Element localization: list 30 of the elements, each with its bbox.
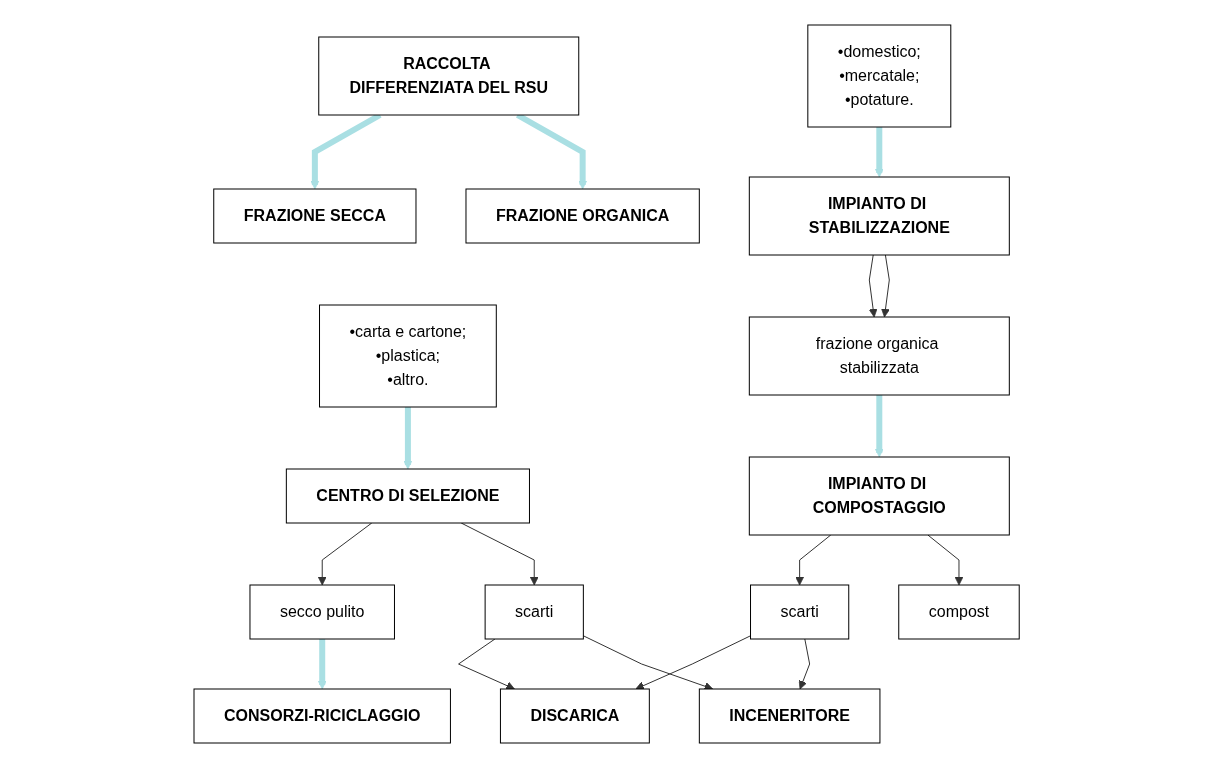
arrow <box>927 534 964 585</box>
node-box: FRAZIONE SECCA <box>213 188 417 243</box>
arrow <box>635 634 752 690</box>
node-box: scarti <box>485 584 585 639</box>
arrow <box>875 394 885 457</box>
arrow <box>583 634 714 690</box>
arrow <box>318 522 373 585</box>
node-box: •domestico; •mercatale; •potature. <box>807 24 952 127</box>
node-box: FRAZIONE ORGANICA <box>465 188 701 243</box>
arrow <box>403 406 413 469</box>
node-box: scarti <box>750 584 850 639</box>
node-box: RACCOLTA DIFFERENZIATA DEL RSU <box>318 36 580 115</box>
arrow <box>795 534 832 585</box>
node-box: IMPIANTO DI COMPOSTAGGIO <box>749 456 1011 535</box>
node-box: CONSORZI-RICICLAGGIO <box>193 688 452 743</box>
arrow <box>881 254 891 317</box>
arrow <box>869 254 878 317</box>
node-box: secco pulito <box>249 584 396 639</box>
node-box: frazione organica stabilizzata <box>749 316 1011 395</box>
node-box: IMPIANTO DI STABILIZZAZIONE <box>749 176 1011 255</box>
node-box: INCENERITORE <box>699 688 881 743</box>
arrow <box>461 522 539 585</box>
arrow <box>799 638 811 689</box>
node-box: CENTRO DI SELEZIONE <box>286 468 531 523</box>
arrow <box>318 638 327 689</box>
node-box: DISCARICA <box>500 688 651 743</box>
node-box: compost <box>898 584 1021 639</box>
arrow <box>458 638 516 690</box>
arrow <box>875 126 885 177</box>
node-box: •carta e cartone; •plastica; •altro. <box>319 304 498 407</box>
